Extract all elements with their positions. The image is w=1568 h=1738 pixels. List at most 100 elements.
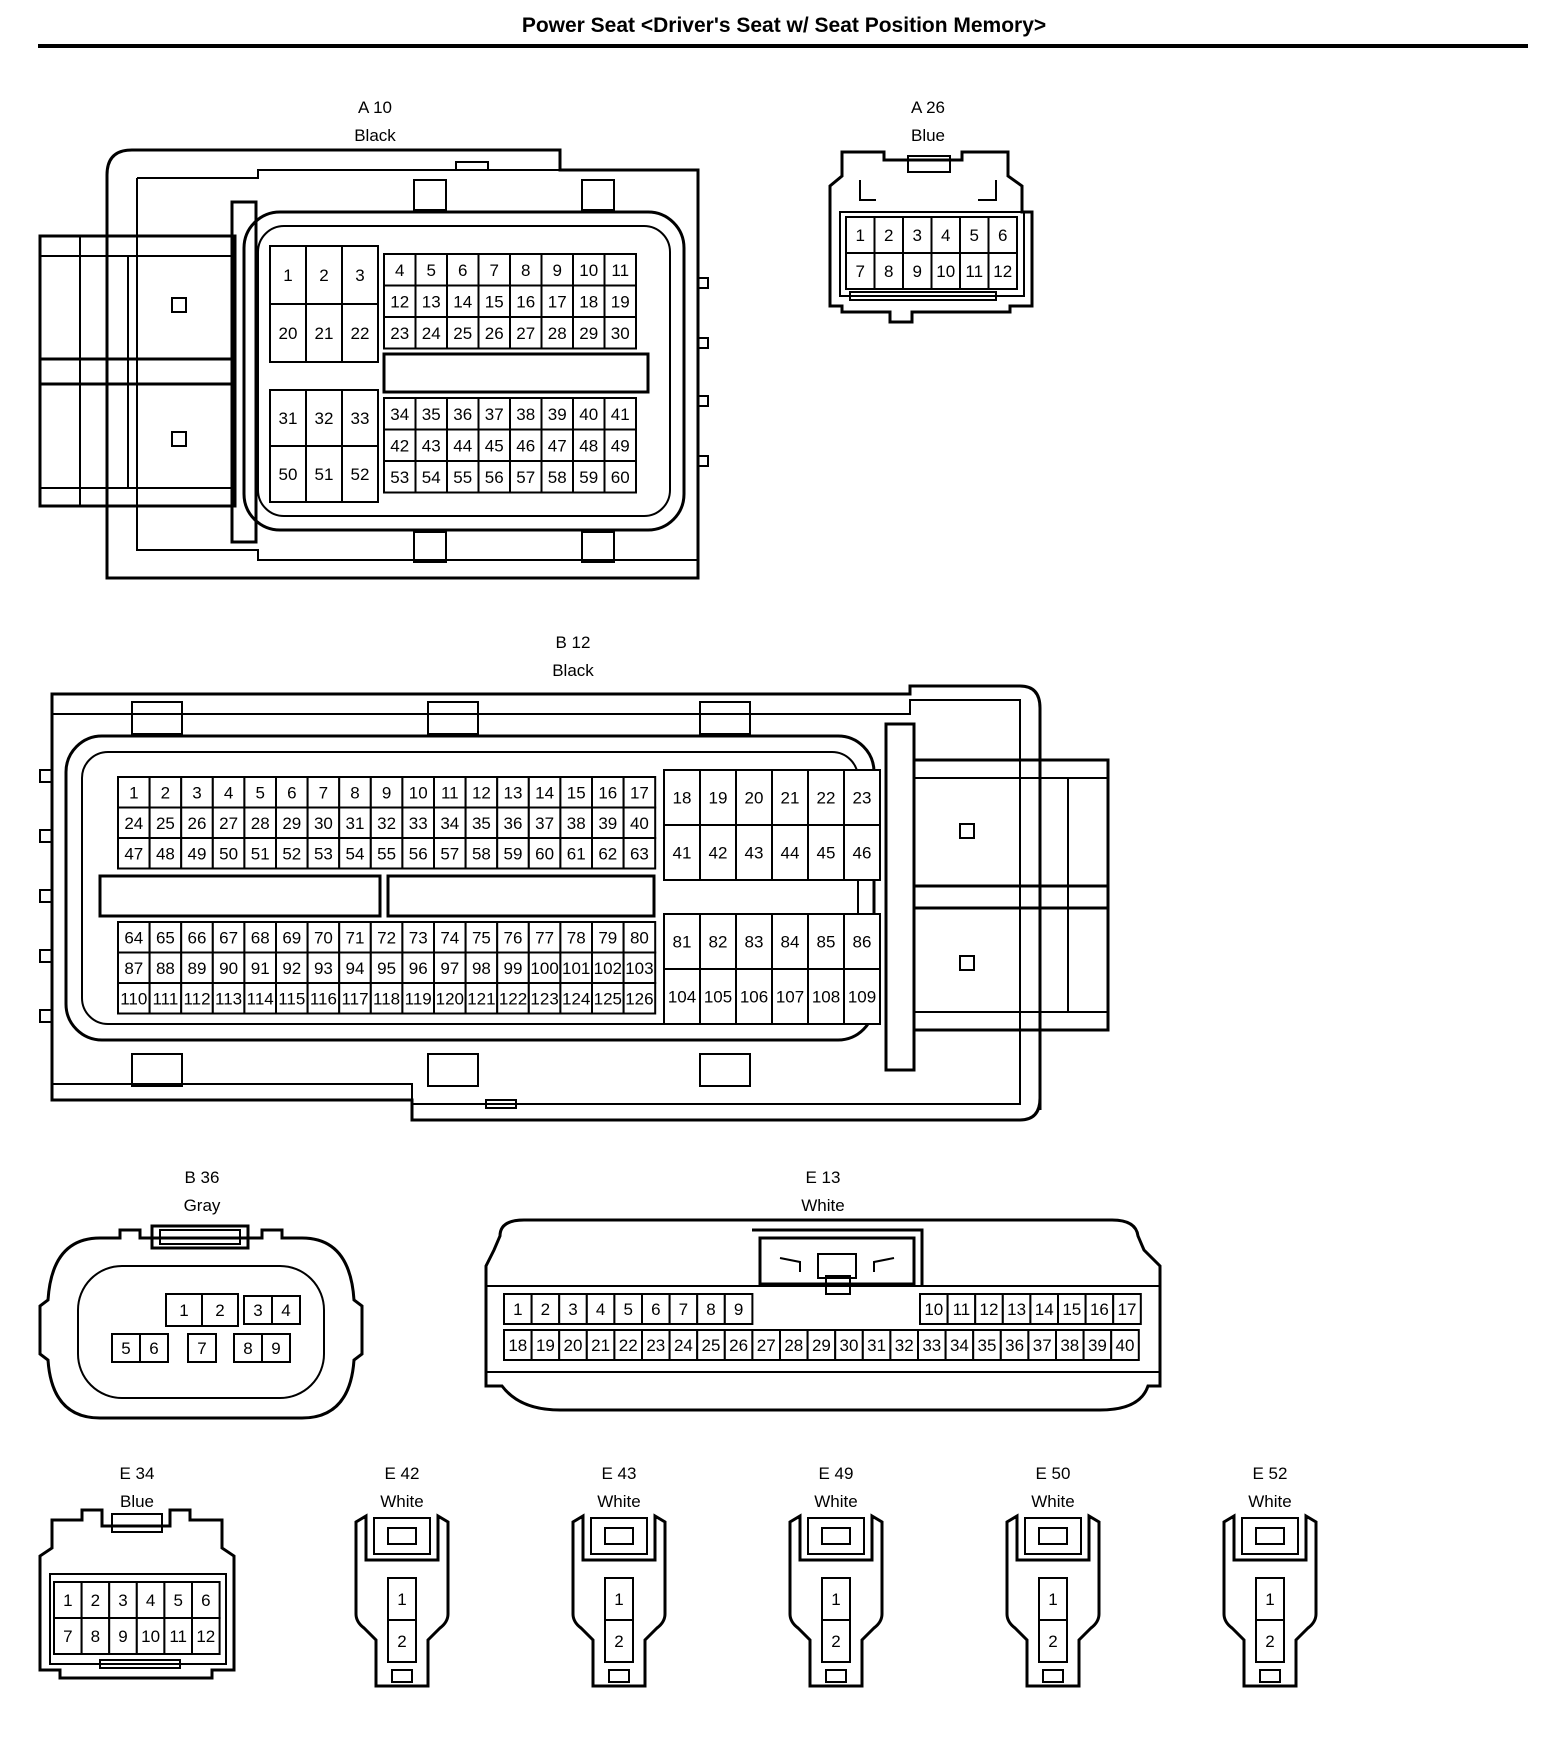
e13-pin-32: 32 [895, 1336, 914, 1355]
b12-pin-cell-70 [306, 921, 341, 954]
a10-pin-56: 56 [485, 468, 504, 487]
e52-pin-2: 2 [1265, 1632, 1274, 1651]
connector-a26-body [828, 150, 1034, 324]
e13-pin-6: 6 [651, 1300, 660, 1319]
a10-pin-cell-59 [572, 460, 606, 494]
e13-pin-24: 24 [674, 1336, 693, 1355]
e49-pin-cell-1 [821, 1577, 851, 1621]
a10-pin-13: 13 [422, 292, 441, 311]
b12-pin-86: 86 [853, 933, 872, 952]
b12-pin-32: 32 [377, 814, 396, 833]
b12-pin-80: 80 [630, 928, 649, 947]
a10-pin-cell-2 [305, 245, 343, 305]
a26-pin-12: 12 [993, 262, 1012, 281]
b12-pin-cell-67 [211, 921, 246, 954]
b12-pin-76: 76 [504, 928, 523, 947]
a10-pin-43: 43 [422, 436, 441, 455]
b12-pin-cell-5 [243, 776, 277, 809]
e13-pin-11: 11 [953, 1300, 971, 1319]
b12-pin-cell-86 [843, 913, 881, 970]
e13-pin-cell-36 [999, 1329, 1030, 1361]
a26-pin-10: 10 [936, 262, 955, 281]
b12-pin-cell-114 [243, 982, 277, 1015]
e34-pin-1: 1 [63, 1591, 72, 1610]
b12-pin-23: 23 [853, 789, 872, 808]
a10-pin-47: 47 [548, 436, 567, 455]
b12-pin-16: 16 [598, 783, 617, 802]
b12-pin-15: 15 [567, 783, 586, 802]
b12-pin-107: 107 [776, 988, 804, 1007]
a10-pin-30: 30 [611, 324, 630, 343]
page-title: Power Seat <Driver's Seat w/ Seat Positi… [521, 14, 1047, 37]
b12-pin-83: 83 [745, 933, 764, 952]
a10-pin-24: 24 [422, 324, 441, 343]
a10-pin-cell-11 [603, 253, 637, 287]
b12-pin-67: 67 [219, 928, 238, 947]
b36-pin-5: 5 [121, 1339, 130, 1358]
a10-pin-55: 55 [453, 468, 472, 487]
a10-pin-39: 39 [548, 405, 567, 424]
a10-pin-60: 60 [611, 468, 630, 487]
e34-pin-cell-8 [80, 1617, 111, 1655]
a10-pin-5: 5 [427, 261, 436, 280]
a10-pin-26: 26 [485, 324, 504, 343]
b12-pin-33: 33 [409, 814, 428, 833]
a10-pin-8: 8 [521, 261, 530, 280]
e13-pin-cell-13 [1001, 1293, 1032, 1325]
a10-pin-cell-51 [305, 445, 343, 503]
e43-pin-1: 1 [614, 1590, 623, 1609]
b12-pin-14: 14 [535, 783, 554, 802]
e13-pin-22: 22 [619, 1336, 638, 1355]
b36-pin-4: 4 [281, 1301, 290, 1320]
b12-pin-123: 123 [530, 989, 558, 1008]
e13-code: E 13 [806, 1168, 841, 1187]
e13-pin-28: 28 [784, 1336, 803, 1355]
label-e34: E 34 Blue [120, 1464, 155, 1511]
b12-pin-cell-121 [464, 982, 499, 1015]
label-a26: A 26 Blue [911, 98, 945, 145]
b12-pin-70: 70 [314, 928, 333, 947]
b12-pin-29: 29 [282, 814, 301, 833]
a10-pin-cell-56 [477, 460, 511, 494]
a10-pin-3: 3 [355, 266, 364, 285]
e13-pin-cell-8 [696, 1293, 726, 1325]
b36-pin-8: 8 [243, 1339, 252, 1358]
a10-pin-cell-30 [603, 316, 637, 350]
a10-pin-52: 52 [351, 465, 370, 484]
a10-pin-27: 27 [516, 324, 535, 343]
b12-pin-52: 52 [282, 844, 301, 863]
e42-pin-cell-1 [387, 1577, 417, 1621]
b12-pin-94: 94 [346, 959, 365, 978]
e43-code: E 43 [602, 1464, 637, 1483]
e50-pin-2: 2 [1048, 1632, 1057, 1651]
b12-pin-96: 96 [409, 959, 428, 978]
b12-pin-49: 49 [188, 844, 207, 863]
b12-pin-112: 112 [183, 989, 210, 1008]
a26-pin-5: 5 [970, 226, 979, 245]
b12-pin-104: 104 [668, 988, 696, 1007]
a10-pin-cell-53 [383, 460, 417, 494]
a10-pin-cell-1 [269, 245, 307, 305]
b12-color: Black [552, 661, 594, 680]
e50-code: E 50 [1036, 1464, 1071, 1483]
a10-pin-33: 33 [351, 409, 370, 428]
e34-pin-4: 4 [146, 1591, 155, 1610]
b12-pin-10: 10 [409, 783, 428, 802]
b12-pin-117: 117 [341, 989, 368, 1008]
b12-pin-105: 105 [704, 988, 732, 1007]
e13-pin-39: 39 [1088, 1336, 1107, 1355]
b36-code: B 36 [185, 1168, 220, 1187]
a10-pin-cell-8 [509, 253, 543, 287]
b12-pin-57: 57 [440, 844, 459, 863]
b12-pin-93: 93 [314, 959, 333, 978]
b12-pin-36: 36 [504, 814, 523, 833]
connector-b36-body [38, 1224, 364, 1420]
b12-pin-43: 43 [745, 844, 764, 863]
e13-pin-26: 26 [729, 1336, 748, 1355]
e13-pin-2: 2 [541, 1300, 550, 1319]
b12-pin-cell-90 [211, 951, 246, 984]
e13-pin-cell-17 [1112, 1293, 1142, 1325]
b12-pin-cell-111 [148, 982, 183, 1015]
a10-pin-cell-28 [540, 316, 574, 350]
e34-pin-12: 12 [196, 1627, 215, 1646]
